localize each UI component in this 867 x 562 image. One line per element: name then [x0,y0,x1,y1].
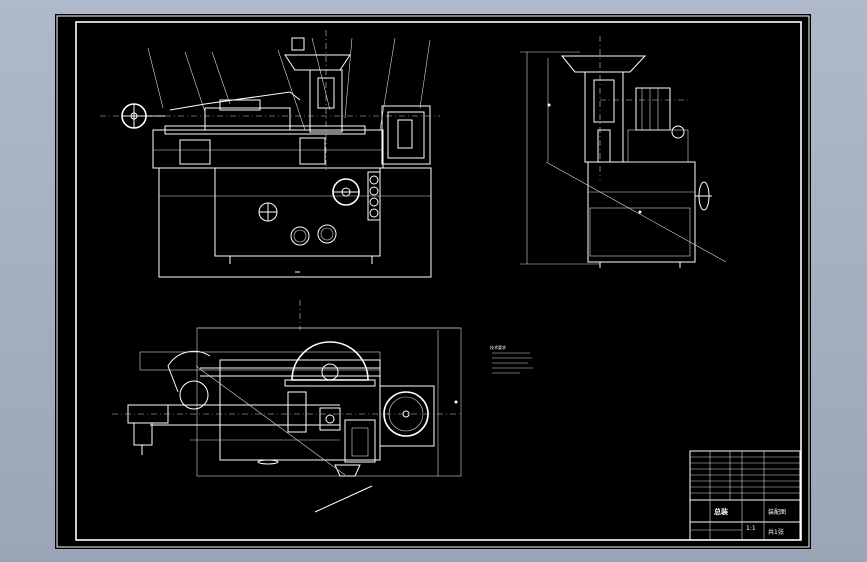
technical-notes: 技术要求 [490,344,533,374]
drawing-sheet [55,14,811,549]
title-block: 总装 装配图 1:1 共1张 [689,450,801,541]
title-block-drawing-label: 装配图 [768,508,786,516]
notes-heading: 技术要求 [490,344,506,350]
side-view [520,36,727,268]
inner-frame [75,21,802,541]
top-view [112,300,462,513]
outer-border [56,15,810,548]
front-view [100,30,440,278]
title-block-sheet: 共1张 [768,528,784,536]
title-block-scale: 1:1 [746,525,756,532]
title-block-part-name: 总装 [714,507,728,516]
